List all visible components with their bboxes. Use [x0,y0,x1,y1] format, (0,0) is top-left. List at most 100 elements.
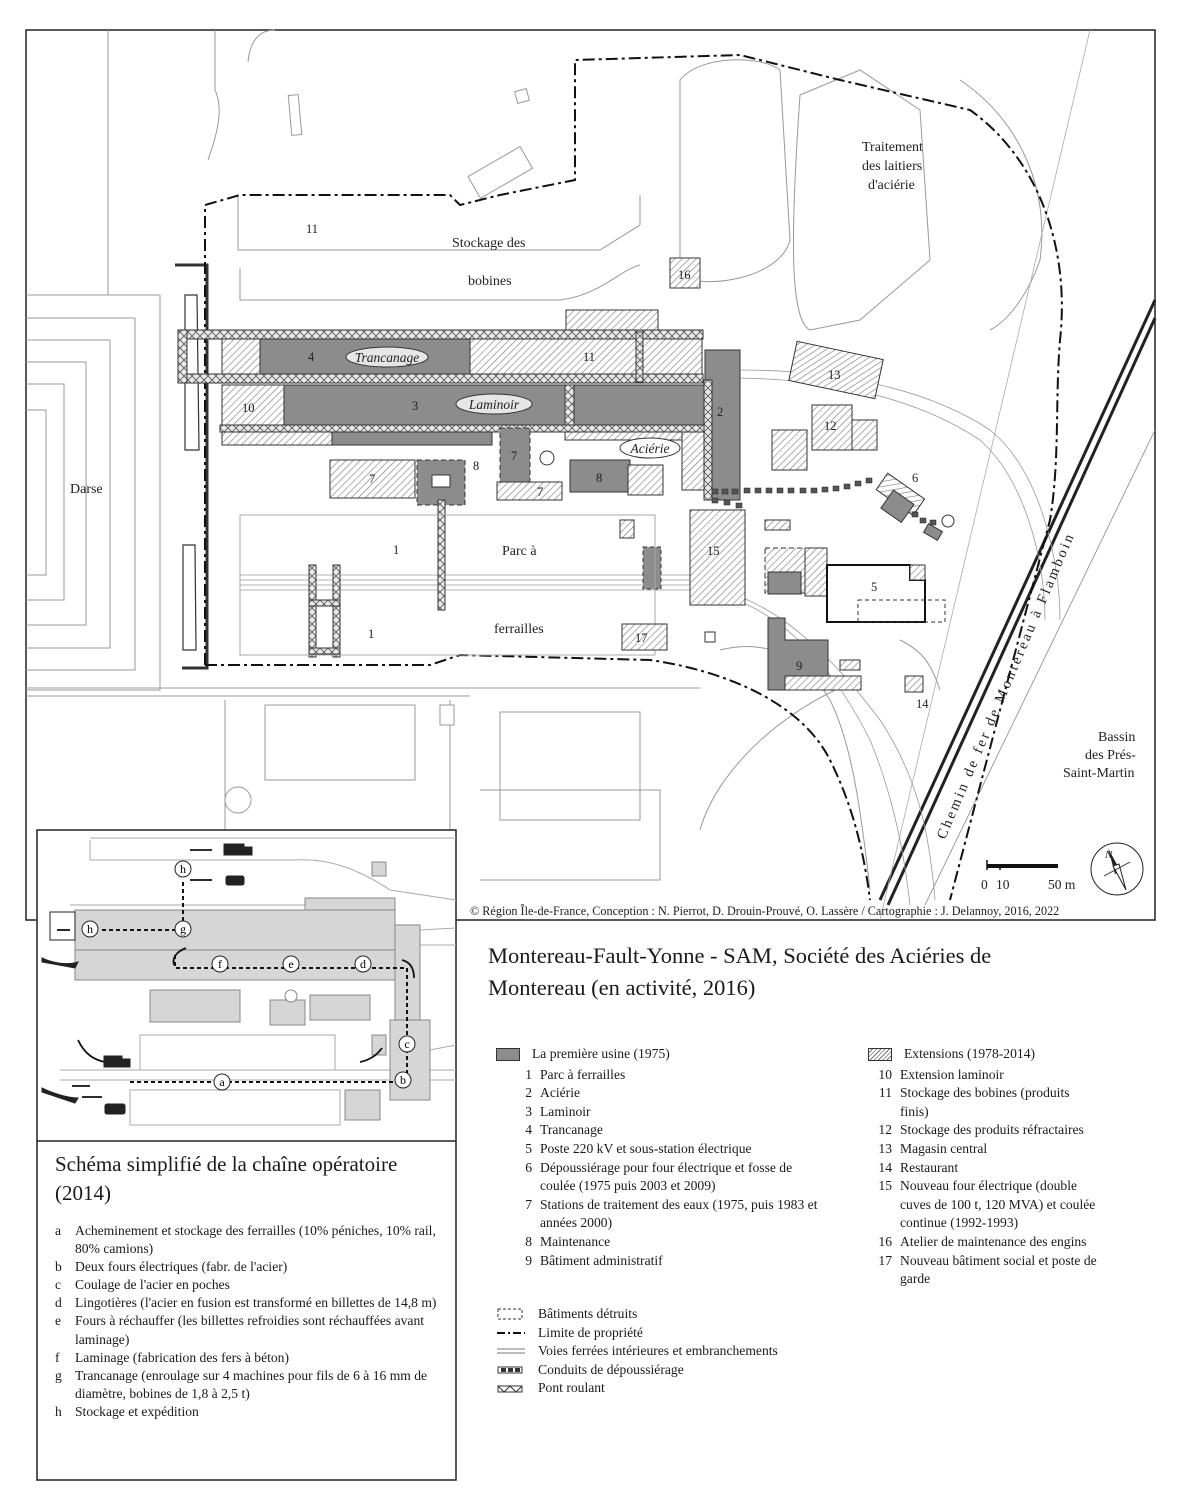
legend-item-text: Dépoussiérage pour four électrique et fo… [540,1159,793,1194]
marker-c: c [404,1037,409,1051]
scrap-yard-outline [239,514,656,656]
marker-h2: h [87,922,93,936]
dust-ducts [711,477,937,526]
compass-north: N [1104,849,1113,861]
legend-item-text: Nouveau four électrique (double cuves de… [900,1178,1096,1231]
legend-item-text: Atelier de maintenance des engins [900,1233,1087,1249]
legend-item-key: 9 [525,1252,532,1268]
scrap-gantries [308,499,446,658]
legend-dust: Conduits de dépoussiérage [496,1361,856,1380]
legend-item-key: 12 [878,1122,892,1138]
building-13 [788,340,884,400]
legend-rail: Voies ferrées intérieures et embrancheme… [496,1342,856,1361]
map-credit: © Région Île-de-France, Conception : N. … [470,904,1060,918]
num-11b: 11 [583,350,595,364]
process-label-laminoir: Laminoir [455,393,533,415]
schema-arrows [57,849,415,1098]
property-boundary [204,53,1063,901]
label-bassin-3: Saint-Martin [1063,766,1135,781]
legend-item-text: Laminage (fabrication des fers à béton) [75,1349,290,1365]
num-16: 16 [678,268,691,282]
power-line-box [857,599,946,623]
building-12 [811,404,853,451]
label-traitement-1: Traitement [862,140,923,155]
legend-item: 9 Bâtiment administratif [508,1252,826,1271]
building-7-west [329,459,416,499]
schema-flow [100,880,408,1083]
marker-f: f [218,957,222,971]
num-2: 2 [717,405,723,419]
building-9-annex [784,675,862,691]
legend-item: 6 Dépoussiérage pour four électrique et f… [508,1159,826,1196]
label-traitement-2: des laitiers [862,159,922,174]
legend-item-text: Laminoir [540,1103,591,1119]
marker-g: g [180,922,186,936]
small-hut [619,519,635,539]
label-bassin-1: Bassin [1098,730,1135,745]
scale-bar: 0 10 50 m [981,860,1076,892]
legend-item-text: Aciérie [540,1085,580,1101]
num-17: 17 [635,631,648,645]
scale-zero: 0 [981,877,988,892]
legend-swatch-dark [496,1047,520,1061]
legend-property: Limite de propriété [497,1324,643,1340]
building-17 [621,623,668,651]
legend-item-key: 8 [525,1233,532,1249]
legend-item-key: 4 [525,1122,532,1138]
legend-crane: Pont roulant [496,1379,856,1398]
legend-item-text: Bâtiment administratif [540,1252,663,1268]
num-4: 4 [308,350,315,364]
legend-item: c Coulage de l'acier en poches [55,1276,450,1294]
legend-item-text: Nouveau bâtiment social et poste de gard… [900,1252,1097,1287]
legend-item-key: 6 [525,1159,532,1175]
building-14 [904,675,924,693]
legend-heading-ext: Extensions (1978-2014) [904,1046,1036,1061]
legend-item-key: 5 [525,1140,532,1156]
schema-title: Schéma simplifié de la chaîne opératoire… [55,1152,398,1205]
legend-item-text: Stockage des bobines (produits finis) [900,1085,1070,1119]
building-8-extension [627,464,664,496]
label-darse: Darse [70,482,103,497]
process-label-acierie: Aciérie [619,437,681,459]
legend-item-key: 11 [878,1085,892,1101]
num-8b: 8 [596,471,602,485]
marker-e: e [288,957,293,971]
svg-text:Laminoir: Laminoir [468,397,520,412]
label-bassin-2: des Prés- [1085,748,1136,763]
legend-item-text: Trancanage [540,1122,603,1138]
legend-item-text: Coulage de l'acier en poches [75,1277,230,1293]
label-parc-1: Parc à [502,544,537,559]
acierie-extension [681,424,708,491]
num-13: 13 [828,368,841,382]
legend-item-text: Stockage et expédition [75,1403,199,1419]
legend-item-key: 1 [525,1066,532,1082]
destroyed-hut [642,546,662,590]
building-11-annex [565,309,659,333]
legend-item-text: Lingotières (l'acier en fusion est trans… [75,1295,437,1311]
building-16 [669,257,701,289]
num-1b: 1 [368,627,374,641]
label-traitement-3: d'aciérie [868,178,915,193]
legend-item-key: a [55,1223,62,1238]
compass-rose: N [1090,842,1144,896]
legend-item-key: c [55,1277,62,1293]
neighbor-buildings [224,88,534,814]
building-11-storage-east [639,331,703,381]
marker-b: b [400,1073,406,1087]
legend-item-key: 13 [878,1140,892,1156]
